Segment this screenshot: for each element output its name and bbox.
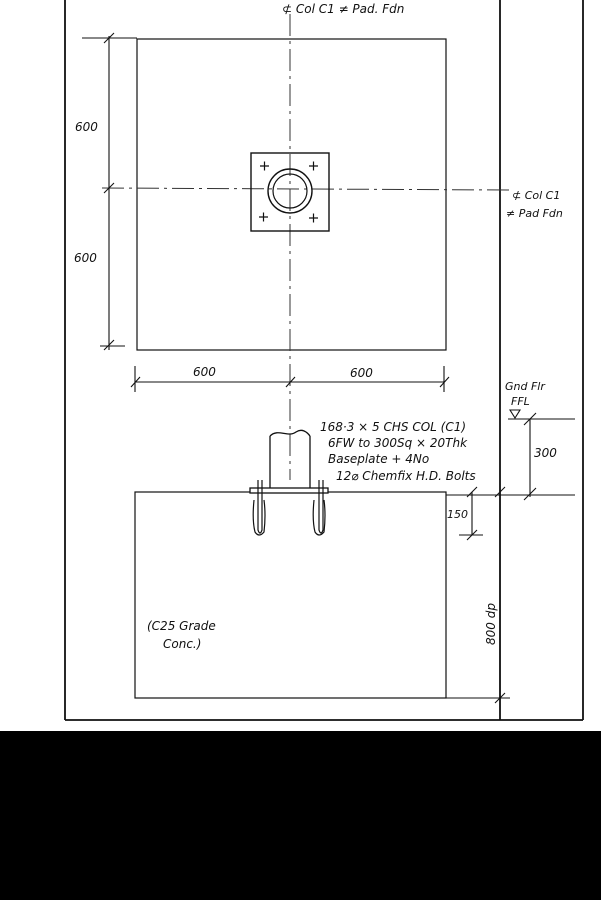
column-inner-circle — [272, 173, 308, 209]
dim-150 — [459, 486, 483, 541]
pad-outline-plan — [136, 38, 447, 351]
dim-lower-vertical-label: 600 — [74, 251, 97, 265]
dim-left-horizontal-label: 600 — [193, 365, 216, 379]
note-line-4: 12⌀ Chemfix H.D. Bolts — [336, 469, 476, 483]
section-view: Gnd Flr FFL 300 150 800 dp 168·3 × 5 CHS… — [134, 380, 575, 704]
paper-area — [0, 0, 601, 731]
black-border-area — [0, 731, 601, 900]
column-section — [269, 429, 311, 488]
concrete-note-line-2: Conc.) — [163, 637, 201, 651]
concrete-note-line-1: (C25 Grade — [147, 619, 216, 633]
note-line-1: 168·3 × 5 CHS COL (C1) — [320, 420, 466, 434]
base-plate-section — [249, 487, 329, 494]
horizontal-centreline — [101, 187, 511, 191]
dim-horizontal-plan — [130, 366, 450, 392]
dim-800 — [446, 486, 510, 704]
dim-vertical-plan — [82, 32, 137, 351]
dim-ffl-label: 300 — [534, 446, 557, 460]
plan-view: 600 600 600 600 ⊄ Col C1 ≠ Pad. Fdn ⊄ Co… — [74, 2, 563, 480]
ffl-level — [446, 409, 575, 501]
bolt-markers — [259, 161, 318, 223]
dim-upper-vertical-label: 600 — [75, 120, 98, 134]
centreline-label-top: ⊄ Col C1 ≠ Pad. Fdn — [282, 2, 404, 16]
column-outer-circle — [267, 168, 313, 214]
dim-plate-depth-label: 150 — [447, 508, 468, 521]
level-label-ffl: FFL — [511, 395, 530, 408]
note-line-2: 6FW to 300Sq × 20Thk — [328, 436, 468, 450]
centreline-label-right-2: ≠ Pad Fdn — [506, 207, 563, 220]
dim-pad-depth-label: 800 dp — [484, 603, 498, 645]
level-label-gnd-flr: Gnd Flr — [505, 380, 546, 393]
bolts-section — [252, 480, 326, 536]
dim-right-horizontal-label: 600 — [350, 366, 373, 380]
column-note: 168·3 × 5 CHS COL (C1) 6FW to 300Sq × 20… — [320, 420, 476, 483]
base-plate-plan — [250, 152, 330, 232]
centreline-label-right-1: ⊄ Col C1 — [512, 189, 560, 202]
note-line-3: Baseplate + 4No — [328, 452, 429, 466]
